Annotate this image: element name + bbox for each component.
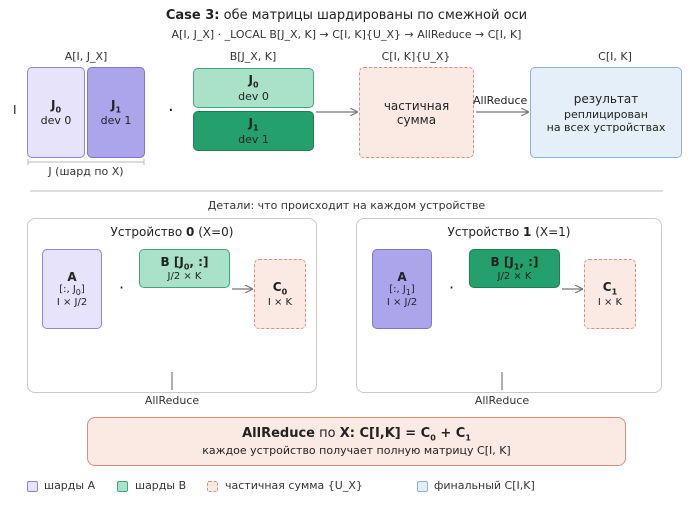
a-shard-1: J1 dev 1 xyxy=(87,67,145,158)
device-0-a-shape: I × J/2 xyxy=(56,297,88,308)
device-0-allreduce-label: AllReduce xyxy=(144,394,200,407)
device-1-c-shape: I × K xyxy=(597,296,623,308)
legend-swatch-b xyxy=(117,481,128,492)
c-partial-label: C[I, K]{U_X} xyxy=(381,50,451,63)
c-result-label: C[I, K] xyxy=(598,50,632,63)
result-line-1: результат xyxy=(573,91,639,106)
a-shard-0-name: J0 xyxy=(50,97,62,115)
a-shard-1-name: J1 xyxy=(110,97,122,115)
a-shard-0-dev: dev 0 xyxy=(40,114,72,128)
device-1-c-block: C1 I × K xyxy=(584,259,636,329)
device-1-a-block: A [:, J1] I × J/2 xyxy=(372,249,432,329)
legend-swatch-a xyxy=(27,481,38,492)
device-0-b-shape: J/2 × K xyxy=(167,271,202,283)
device-1-b-name: B [J1, :] xyxy=(490,254,539,272)
legend-label-final: финальный C[I,K] xyxy=(434,479,535,492)
b-shard-0-name: J0 xyxy=(248,73,259,90)
title-rest: обе матрицы шардированы по смежной оси xyxy=(223,8,528,23)
device-0-dot: · xyxy=(119,278,125,297)
allreduce-summary-box: AllReduce по X: C[I,K] = C0 + C1 каждое … xyxy=(87,417,626,466)
legend-label-partial: частичная сумма {U_X} xyxy=(225,479,363,492)
result-line-2: реплицирован xyxy=(564,107,648,121)
top-allreduce-label: AllReduce xyxy=(473,94,528,107)
device-0-c-block: C0 I × K xyxy=(254,259,306,329)
legend-label-b: шарды B xyxy=(135,479,187,492)
multiply-dot: · xyxy=(168,100,174,121)
device-1-allreduce-label: AllReduce xyxy=(474,394,530,407)
legend-label-a: шарды A xyxy=(44,479,96,492)
partial-line-2: сумма xyxy=(396,112,437,127)
partial-line-1: частичная xyxy=(383,98,450,113)
allreduce-summary-line-2: каждое устройство получает полную матриц… xyxy=(202,444,511,458)
device-0-title: Устройство 0 (X=0) xyxy=(110,225,234,239)
j-shard-caption: J (шард по X) xyxy=(48,165,124,178)
device-0-b-block: B [J0, :] J/2 × K xyxy=(139,249,230,288)
formula-line: A[I, J_X] · _LOCAL B[J_X, K] → C[I, K]{U… xyxy=(171,28,522,41)
b-shard-1-name: J1 xyxy=(248,116,259,133)
device-1-b-block: B [J1, :] J/2 × K xyxy=(469,249,560,288)
a-matrix-label: A[I, J_X] xyxy=(64,50,108,63)
title-bold: Case 3: xyxy=(165,8,220,23)
legend-swatch-partial xyxy=(207,481,218,492)
device-1-c-name: C1 xyxy=(602,280,618,297)
a-shard-0: J0 dev 0 xyxy=(27,67,85,158)
device-1-a-name: A xyxy=(397,270,407,284)
details-caption: Детали: что происходит на каждом устройс… xyxy=(207,199,486,212)
device-0-a-index: [:, J0] xyxy=(59,284,85,297)
device-1-dot: · xyxy=(449,278,455,297)
device-0-b-name: B [J0, :] xyxy=(160,254,209,272)
a-shard-1-dev: dev 1 xyxy=(100,114,132,128)
device-1-a-index: [:, J1] xyxy=(389,284,415,297)
i-axis-label: I xyxy=(13,103,17,117)
legend-swatch-final xyxy=(417,481,428,492)
allreduce-summary-line-1: AllReduce по X: C[I,K] = C0 + C1 xyxy=(242,425,471,443)
b-shard-1: J1 dev 1 xyxy=(193,111,314,151)
b-shard-0-dev: dev 0 xyxy=(238,89,269,103)
result-box: результат реплицирован на всех устройств… xyxy=(530,67,682,158)
b-shard-0: J0 dev 0 xyxy=(193,68,314,108)
device-0-a-block: A [:, J0] I × J/2 xyxy=(42,249,102,329)
device-1-b-shape: J/2 × K xyxy=(497,271,532,283)
device-0-c-name: C0 xyxy=(272,280,288,297)
device-0-c-shape: I × K xyxy=(267,296,293,308)
b-matrix-label: B[J_X, K] xyxy=(229,50,277,63)
partial-sum-box: частичная сумма xyxy=(359,67,474,158)
page-title: Case 3: обе матрицы шардированы по смежн… xyxy=(0,8,693,23)
b-shard-1-dev: dev 1 xyxy=(238,132,269,146)
result-line-3: на всех устройствах xyxy=(546,120,666,134)
device-0-a-name: A xyxy=(67,270,77,284)
device-1-title: Устройство 1 (X=1) xyxy=(447,225,571,239)
device-1-a-shape: I × J/2 xyxy=(386,297,418,308)
